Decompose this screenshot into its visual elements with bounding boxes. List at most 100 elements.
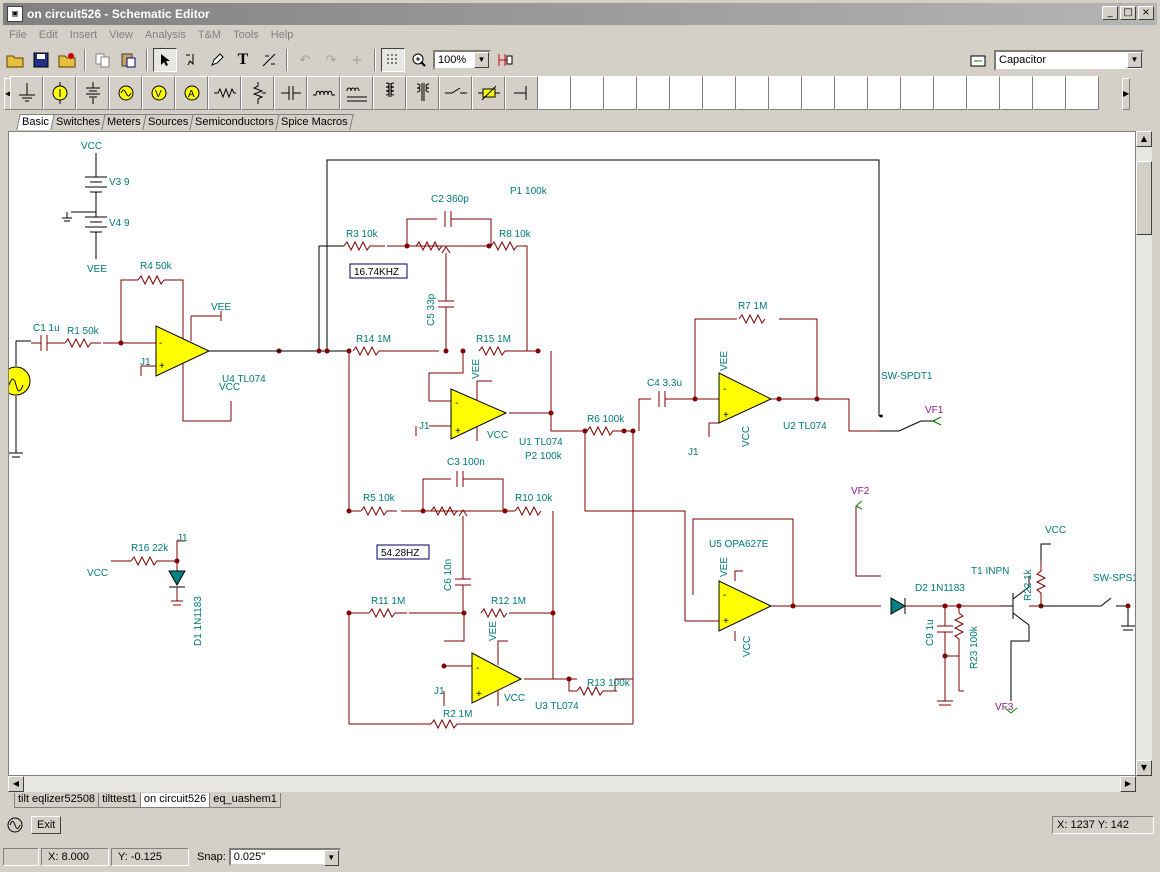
- tab-sources[interactable]: Sources: [141, 114, 194, 130]
- ground-icon[interactable]: [10, 76, 43, 110]
- redo-icon[interactable]: ↷: [325, 52, 337, 68]
- switch-icon[interactable]: [439, 76, 472, 110]
- opamp-u4[interactable]: -+: [155, 325, 211, 377]
- resistor-r23[interactable]: [953, 612, 965, 656]
- doc-tab-eq-uashem1[interactable]: eq_uashem1: [209, 793, 281, 808]
- tab-switches[interactable]: Switches: [50, 114, 106, 130]
- ac-source-icon[interactable]: [109, 76, 142, 110]
- palette-scroll-right-icon[interactable]: ▶: [1122, 78, 1130, 110]
- capacitor-c6[interactable]: [455, 561, 471, 613]
- resistor-r2[interactable]: [430, 718, 472, 730]
- doc-tab-tilttest1[interactable]: tilttest1: [98, 793, 141, 808]
- grid-icon[interactable]: [381, 48, 405, 72]
- supply-batteries[interactable]: [62, 153, 107, 259]
- varistor-icon[interactable]: [472, 76, 505, 110]
- minimize-button[interactable]: _: [1102, 6, 1118, 20]
- resistor-r22[interactable]: [1029, 561, 1047, 607]
- terminal-icon[interactable]: [505, 76, 538, 110]
- component-tool-icon[interactable]: [493, 48, 517, 72]
- zoom-dropdown-arrow-icon[interactable]: ▼: [474, 52, 489, 68]
- copy-icon[interactable]: [91, 48, 115, 72]
- pencil-icon[interactable]: [205, 48, 229, 72]
- scroll-right-icon[interactable]: ▶: [1120, 776, 1136, 792]
- snap-dropdown-arrow-icon[interactable]: ▼: [323, 850, 339, 866]
- voltmeter-icon[interactable]: V: [142, 76, 175, 110]
- open-folder-icon[interactable]: [3, 48, 27, 72]
- resistor-r15[interactable]: [478, 345, 540, 357]
- schematic-drawing[interactable]: VCC V3 9 V4 9 VEE C1 1u R1 50k R4 50k -+…: [9, 132, 1136, 776]
- zoom-magnifier-icon[interactable]: [407, 48, 431, 72]
- freq-marker-2[interactable]: [376, 544, 430, 560]
- component-dropdown-arrow-icon[interactable]: ▼: [1127, 52, 1142, 68]
- resistor-r12[interactable]: [480, 607, 508, 619]
- menu-file[interactable]: File: [9, 29, 27, 41]
- tab-basic[interactable]: Basic: [16, 114, 55, 130]
- menu-view[interactable]: View: [109, 29, 133, 41]
- horizontal-scrollbar[interactable]: ◀ ▶: [8, 776, 1136, 792]
- scroll-down-icon[interactable]: ▼: [1136, 760, 1152, 776]
- resistor-r11[interactable]: [368, 607, 407, 619]
- menu-edit[interactable]: Edit: [38, 29, 58, 41]
- resistor-r3[interactable]: [343, 240, 385, 252]
- opamp-u3[interactable]: -+: [471, 652, 523, 704]
- resistor-r8[interactable]: [490, 240, 528, 351]
- resistor-r7[interactable]: [738, 313, 766, 325]
- resistor-r4[interactable]: [137, 274, 171, 286]
- save-disk-icon[interactable]: [29, 48, 53, 72]
- capacitor-c5[interactable]: [438, 281, 454, 351]
- resistor-r10[interactable]: [514, 505, 542, 517]
- potentiometer-icon[interactable]: [241, 76, 274, 110]
- diode-d1[interactable]: [168, 570, 186, 588]
- resistor-r13[interactable]: [576, 685, 617, 697]
- transformer-icon[interactable]: [373, 76, 406, 110]
- zoom-select[interactable]: 100% ▼: [433, 50, 491, 70]
- title-bar[interactable]: ▣ on circuit526 - Schematic Editor _ □ ×: [3, 3, 1157, 25]
- diode-d2[interactable]: [890, 597, 907, 615]
- doc-tab-on-circuit526[interactable]: on circuit526: [139, 793, 211, 808]
- inductor-icon[interactable]: [307, 76, 340, 110]
- tab-meters[interactable]: Meters: [101, 114, 147, 130]
- vertical-scrollbar[interactable]: ▲ ▼: [1136, 131, 1152, 776]
- snap-select[interactable]: 0.025" ▼: [228, 848, 341, 866]
- scroll-left-icon[interactable]: ◀: [8, 776, 24, 792]
- select-arrow-icon[interactable]: [153, 48, 177, 72]
- analysis-icon[interactable]: [3, 813, 27, 837]
- ideal-transformer-icon[interactable]: [406, 76, 439, 110]
- potentiometer-p2[interactable]: [430, 505, 468, 561]
- resistor-r6[interactable]: [586, 425, 629, 437]
- switch-sw-spdt1[interactable]: [879, 414, 935, 432]
- resistor-r14[interactable]: [352, 345, 439, 357]
- vertical-scroll-thumb[interactable]: [1136, 161, 1152, 235]
- schematic-canvas[interactable]: VCC V3 9 V4 9 VEE C1 1u R1 50k R4 50k -+…: [8, 131, 1136, 776]
- wire-select-icon[interactable]: [179, 48, 203, 72]
- component-select[interactable]: Capacitor ▼: [994, 50, 1144, 71]
- potentiometer-p1[interactable]: [415, 240, 452, 281]
- resistor-icon[interactable]: [208, 76, 241, 110]
- opamp-u2[interactable]: -+: [718, 372, 773, 424]
- undo-icon[interactable]: ↶: [299, 52, 311, 68]
- coupled-inductor-icon[interactable]: [340, 76, 373, 110]
- freq-marker-1[interactable]: [349, 263, 408, 279]
- capacitor-icon[interactable]: [274, 76, 307, 110]
- menu-insert[interactable]: Insert: [69, 29, 98, 41]
- input-ac-source[interactable]: [9, 340, 31, 458]
- scroll-up-icon[interactable]: ▲: [1136, 131, 1152, 147]
- crosshair-icon[interactable]: +: [351, 52, 363, 68]
- opamp-u5[interactable]: -+: [718, 580, 773, 632]
- menu-analysis[interactable]: Analysis: [144, 29, 186, 41]
- exit-button[interactable]: Exit: [31, 816, 62, 834]
- paste-icon[interactable]: [117, 48, 141, 72]
- ammeter-icon[interactable]: A: [175, 76, 208, 110]
- doc-tab-tilt-eqlizer[interactable]: tilt eqlizer52508: [14, 793, 100, 808]
- restore-button[interactable]: □: [1120, 6, 1136, 20]
- switch-sw-sps1[interactable]: [1041, 597, 1135, 631]
- opamp-u1[interactable]: -+: [450, 388, 508, 440]
- close-button[interactable]: ×: [1138, 6, 1154, 20]
- capacitor-c1[interactable]: [31, 335, 65, 351]
- dc-source-icon[interactable]: [43, 76, 76, 110]
- resistor-r16[interactable]: [130, 555, 167, 567]
- resistor-r1[interactable]: [64, 337, 101, 349]
- wire-tool-icon[interactable]: [257, 48, 281, 72]
- menu-tm[interactable]: T&M: [197, 29, 222, 41]
- place-component-icon[interactable]: [966, 49, 990, 73]
